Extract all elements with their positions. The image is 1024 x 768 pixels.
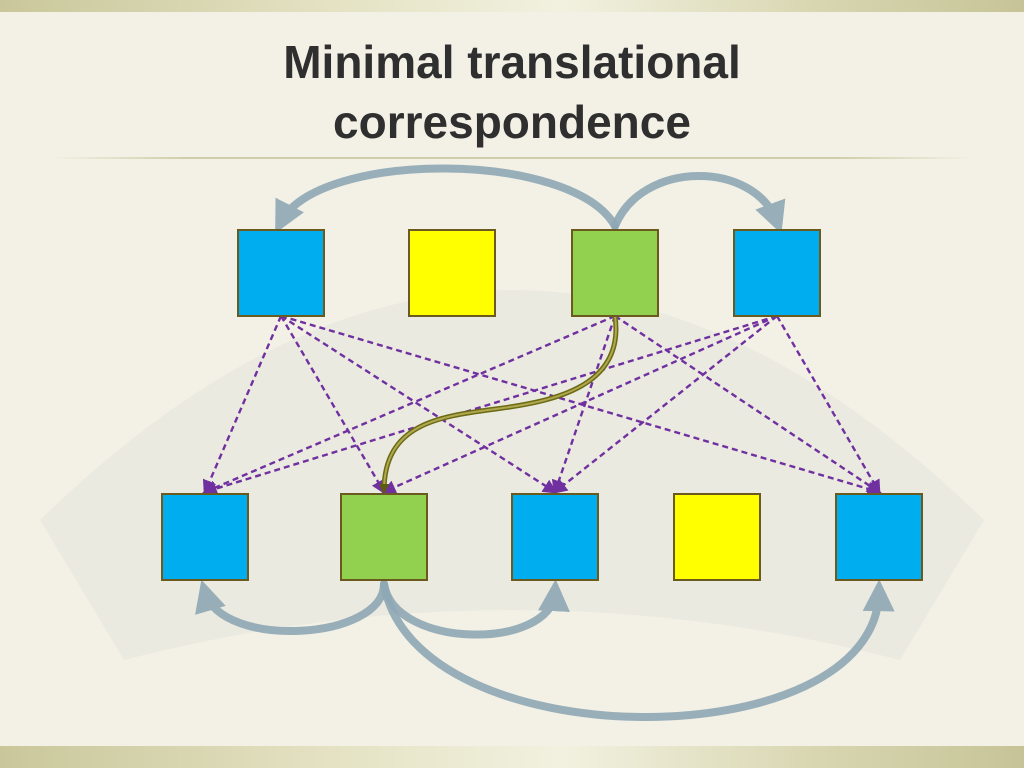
top-square-1-blue [237,229,325,317]
bottom-square-4-yellow [673,493,761,581]
highlight-arrow [379,315,619,494]
bottom-row [161,493,923,581]
bottom-square-2-green [340,493,428,581]
bottom-decor-band [0,746,1024,768]
gray-arcs [195,164,895,721]
title-divider [50,157,974,159]
dashed-arrow-t3-b5 [614,315,882,494]
top-square-4-blue [733,229,821,317]
bottom-square-3-blue [511,493,599,581]
top-arc-green-to-blue-1 [275,164,619,234]
dashed-arrow-t4-b5 [775,315,881,495]
top-row [237,229,821,317]
top-square-2-yellow [408,229,496,317]
dashed-arrow-t3-b1 [202,314,616,495]
dashed-arrow-t1-b1 [202,315,283,495]
bottom-square-1-blue [161,493,249,581]
bottom-arc-green-to-blue-1 [195,579,388,635]
bottom-square-5-blue [835,493,923,581]
purple-dashed-arrows [202,314,882,496]
dashed-arrow-t4-b3 [552,315,778,494]
bottom-arc-green-to-blue-5 [380,579,895,721]
dashed-arrow-t1-b3 [280,314,558,494]
slide-title-line-2: correspondence [333,96,691,148]
fan-background [40,290,984,660]
slide-title-line-1: Minimal translational [283,36,741,88]
slide-title: Minimal translational correspondence [0,32,1024,152]
dashed-arrow-t3-b3 [551,315,617,495]
top-decor-band [0,0,1024,12]
highlight-arrow-core [379,315,617,494]
dashed-arrow-t4-b2 [381,314,778,494]
top-arc-green-to-blue-4 [611,172,786,234]
top-square-3-green [571,229,659,317]
dashed-arrow-t1-b2 [279,315,386,495]
